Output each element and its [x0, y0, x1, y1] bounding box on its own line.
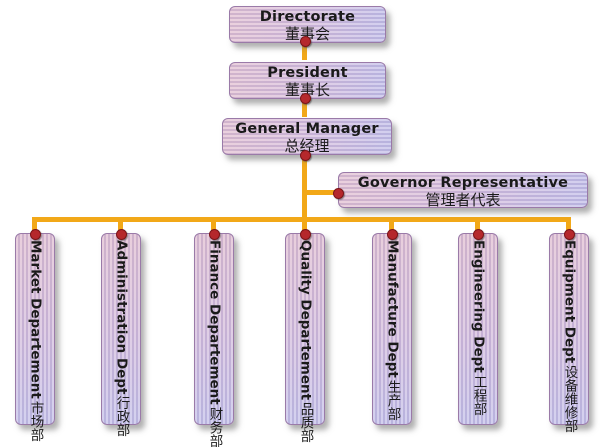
connector-dot: [387, 229, 398, 240]
dept-label-en: Engineering Dept: [470, 240, 487, 373]
connector-top: [302, 40, 307, 60]
engineering-dept-box: Engineering Dept 工程部: [458, 233, 498, 425]
connector-dot: [564, 229, 575, 240]
dept-label-zh: 行政部: [113, 396, 130, 437]
equipment-dept-box: Equipment Dept 设备维修部: [549, 233, 589, 433]
dept-label-en: Administration Dept: [113, 240, 130, 395]
dept-label-zh: 财务部: [206, 406, 223, 447]
manufacture-dept-box: Manufacture Dept 生产部: [372, 233, 412, 425]
connector-dot: [209, 229, 220, 240]
quality-department-box: Quality Departement 品质部: [285, 233, 325, 443]
president-label-zh: 董事长: [284, 81, 330, 99]
connector-dot: [300, 150, 311, 161]
administration-dept-box: Administration Dept 行政部: [101, 233, 141, 437]
connector-governor: [302, 190, 342, 195]
connector-main-vertical: [302, 154, 307, 220]
dept-label-zh: 生产部: [384, 379, 401, 421]
dept-label-zh: 市场部: [27, 400, 44, 442]
finance-department-box: Finance Departement 财务部: [194, 233, 234, 447]
governor-label-zh: 管理者代表: [425, 191, 501, 209]
connector-dot: [333, 188, 344, 199]
president-box: President 董事长: [229, 62, 386, 99]
connector-president: [302, 97, 307, 117]
connector-dot: [473, 229, 484, 240]
dept-label-en: Quality Departement: [297, 240, 314, 401]
governor-representative-box: Governor Representative 管理者代表: [338, 172, 588, 209]
connector-horizontal-bus: [32, 217, 571, 222]
connector-dot: [300, 93, 311, 104]
dept-label-zh: 工程部: [470, 374, 487, 416]
connector-dot: [300, 229, 311, 240]
org-chart: Directorate 董事会 President 董事长 General Ma…: [15, 6, 589, 447]
connector-drop-7: [566, 217, 571, 234]
connector-drop-4: [302, 217, 307, 234]
president-label-en: President: [267, 65, 348, 81]
dept-label-en: Finance Departement: [206, 240, 223, 405]
connector-dot: [300, 36, 311, 47]
connector-drop-1: [32, 217, 37, 234]
dept-label-en: Manufacture Dept: [384, 240, 401, 378]
connector-drop-5: [389, 217, 394, 234]
governor-label-en: Governor Representative: [357, 175, 569, 191]
connector-drop-2: [118, 217, 123, 234]
dept-label-en: Equipment Dept: [561, 240, 578, 364]
general-manager-label-en: General Manager: [235, 121, 379, 137]
dept-label-en: Market Departement: [27, 240, 44, 399]
directorate-label-en: Directorate: [259, 9, 356, 25]
connector-dot: [30, 229, 41, 240]
general-manager-label-zh: 总经理: [284, 137, 330, 155]
connector-drop-6: [475, 217, 480, 234]
market-department-box: Market Departement 市场部: [15, 233, 55, 441]
directorate-label-zh: 董事会: [284, 25, 330, 43]
connector-drop-3: [211, 217, 216, 234]
connector-dot: [116, 229, 127, 240]
dept-label-zh: 品质部: [297, 402, 314, 443]
dept-label-zh: 设备维修部: [561, 365, 578, 433]
